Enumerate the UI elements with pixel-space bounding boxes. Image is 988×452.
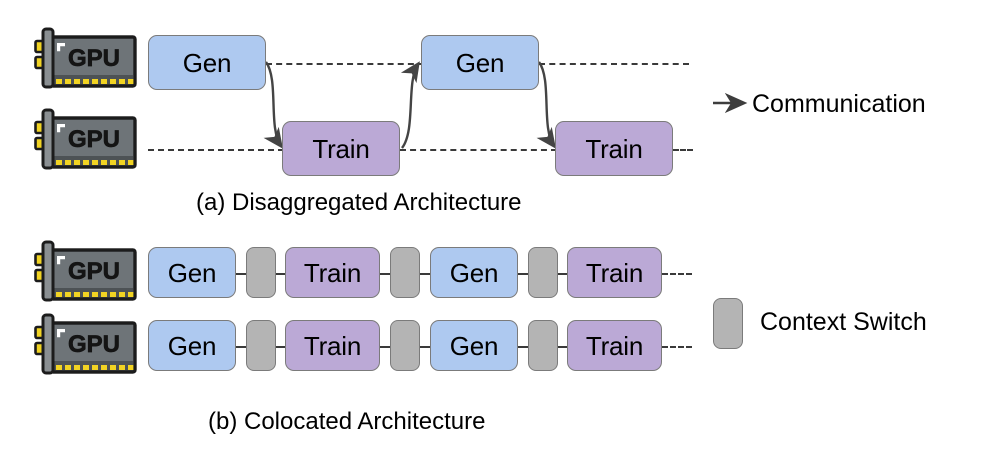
gpu-card-icon: ,,,,,,,, GPU (34, 27, 138, 89)
gpu-card-icon: ,,,,,,,, GPU (34, 313, 138, 375)
timeline-dashed-segment (420, 345, 430, 348)
timeline-dashed-segment (518, 272, 528, 275)
gen-block[interactable]: Gen (430, 320, 518, 371)
svg-text:GPU: GPU (68, 45, 120, 72)
legend-context-switch-label: Context Switch (760, 308, 927, 336)
context-switch-block[interactable] (390, 320, 420, 371)
timeline-dashed-segment (236, 272, 246, 275)
legend-context-switch-swatch (713, 298, 743, 349)
arrow-train1-to-gen2 (400, 61, 420, 149)
timeline-dashed-segment (518, 345, 528, 348)
timeline-dashed-segment (236, 345, 246, 348)
context-switch-block[interactable] (246, 320, 276, 371)
gen-block[interactable]: Gen (421, 35, 539, 90)
timeline-dashed-segment (276, 345, 285, 348)
gpu-card-icon: ,,,,,,,, GPU (34, 108, 138, 170)
train-block[interactable]: Train (285, 320, 380, 371)
panel-caption: (a) Disaggregated Architecture (196, 189, 522, 216)
svg-text:GPU: GPU (68, 258, 120, 285)
timeline-dashed-segment (558, 272, 567, 275)
panel-caption: (b) Colocated Architecture (208, 408, 486, 435)
timeline-dashed-segment (662, 345, 692, 348)
timeline-dashed-segment (539, 62, 689, 65)
context-switch-block[interactable] (528, 320, 558, 371)
timeline-dashed-segment (673, 148, 693, 151)
gen-block[interactable]: Gen (148, 320, 236, 371)
train-block[interactable]: Train (282, 121, 400, 176)
timeline-dashed-segment (148, 148, 284, 151)
timeline-dashed-segment (662, 272, 692, 275)
timeline-dashed-segment (276, 272, 285, 275)
arrow-gen2-to-train2 (536, 61, 556, 149)
train-block[interactable]: Train (567, 320, 662, 371)
gpu-card-icon: ,,,,,,,, GPU (34, 240, 138, 302)
timeline-dashed-segment (380, 345, 390, 348)
gen-block[interactable]: Gen (148, 35, 266, 90)
train-block[interactable]: Train (285, 247, 380, 298)
timeline-dashed-segment (400, 148, 557, 151)
context-switch-block[interactable] (390, 247, 420, 298)
gen-block[interactable]: Gen (148, 247, 236, 298)
svg-text:GPU: GPU (68, 331, 120, 358)
legend-communication-label: Communication (752, 90, 926, 118)
timeline-dashed-segment (420, 272, 430, 275)
gen-block[interactable]: Gen (430, 247, 518, 298)
context-switch-block[interactable] (246, 247, 276, 298)
timeline-dashed-segment (558, 345, 567, 348)
train-block[interactable]: Train (555, 121, 673, 176)
svg-text:GPU: GPU (68, 126, 120, 153)
context-switch-block[interactable] (528, 247, 558, 298)
timeline-dashed-segment (266, 62, 424, 65)
arrow-gen1-to-train1 (263, 61, 283, 149)
train-block[interactable]: Train (567, 247, 662, 298)
timeline-dashed-segment (380, 272, 390, 275)
